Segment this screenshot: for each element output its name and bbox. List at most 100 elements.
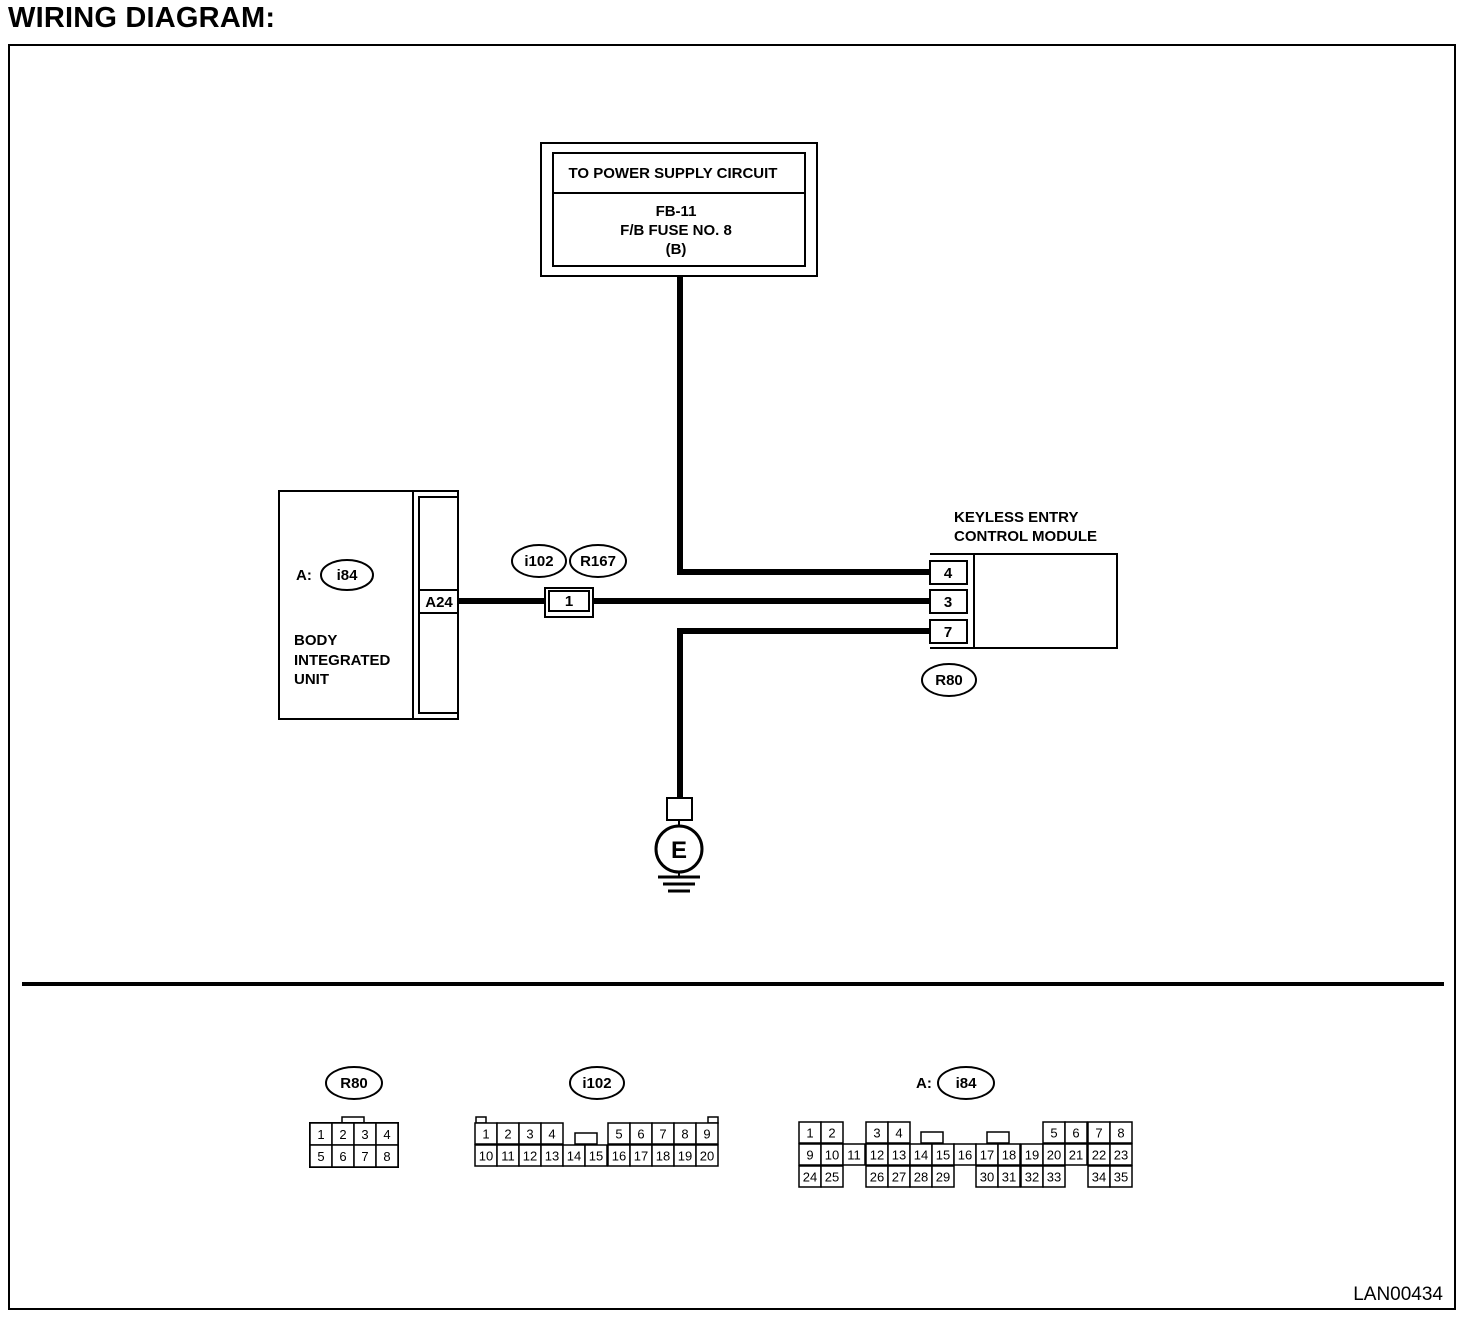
body-unit-label-1: BODY [294, 632, 337, 649]
body-unit-prefix: A: [296, 567, 312, 584]
i84-pin-row1-2: 3 [873, 1126, 880, 1141]
ground-label: E [671, 837, 687, 864]
connector-badge-i84-label: i84 [337, 567, 359, 584]
power-box-wire-color: (B) [666, 241, 687, 258]
r80-pin-row1-3: 4 [383, 1127, 390, 1142]
i84-pin-row3-1: 25 [825, 1170, 839, 1185]
i84-pin-row3-6: 30 [980, 1170, 994, 1185]
i84-pin-row3-5-cell [931, 1165, 955, 1188]
connector-badge-i102 [511, 544, 567, 578]
i102-pin-row2-2: 12 [523, 1149, 537, 1164]
i84-pin-row1-1: 2 [828, 1126, 835, 1141]
i84-pin-row3-8: 32 [1025, 1170, 1039, 1185]
connector-view-i102-label: i102 [582, 1075, 611, 1092]
i84-pin-row1-4: 5 [1050, 1126, 1057, 1141]
i84-pin-row1-6: 7 [1095, 1126, 1102, 1141]
r80-pin-row2-3: 8 [383, 1149, 390, 1164]
connector-badge-r80 [921, 663, 977, 697]
body-unit-label-3: UNIT [294, 671, 329, 688]
i84-pin-row3-9: 33 [1047, 1170, 1061, 1185]
connector-badge-i84 [320, 559, 374, 591]
keyless-entry-control-module: KEYLESS ENTRY CONTROL MODULE 4 3 7 R80 [921, 509, 1118, 697]
i84-pin-row3-4: 28 [914, 1170, 928, 1185]
module-pin-4 [929, 560, 968, 585]
i84-pin-row2-2-cell [842, 1143, 866, 1166]
i84-pin-row3-0: 24 [803, 1170, 817, 1185]
i102-pin-row2-10-cell [695, 1144, 719, 1167]
i84-pin-row1-1-cell [820, 1121, 844, 1144]
power-box-fuse-name: F/B FUSE NO. 8 [620, 222, 732, 239]
i102-pin-row2-1: 11 [501, 1149, 515, 1164]
i84-pin-row2-11: 20 [1047, 1148, 1061, 1163]
terminal-a24-label: A24 [425, 594, 453, 611]
i102-pin-row1-5: 6 [637, 1127, 644, 1142]
i102-pin-row2-3: 13 [545, 1149, 559, 1164]
i84-pin-row3-1-cell [820, 1165, 844, 1188]
i102-pin-row2-6: 16 [612, 1149, 626, 1164]
i102-pin-row2-4: 14 [567, 1149, 581, 1164]
module-pin-4-label: 4 [944, 565, 953, 582]
i84-pin-row2-8: 17 [980, 1148, 994, 1163]
i102-pin-row2-7: 17 [634, 1149, 648, 1164]
module-pin-3 [929, 589, 968, 614]
i84-pin-row2-4: 13 [892, 1148, 906, 1163]
diagram-frame [8, 44, 1456, 1310]
wires [458, 276, 930, 798]
r80-pin-row2-0: 5 [317, 1149, 324, 1164]
i102-pin-row2-5: 15 [589, 1149, 603, 1164]
power-box-fuse-id: FB-11 [656, 203, 697, 220]
power-supply-box: TO POWER SUPPLY CIRCUIT FB-11 F/B FUSE N… [540, 142, 818, 277]
terminal-a24 [418, 589, 459, 614]
i84-pin-row2-5: 14 [914, 1148, 928, 1163]
i102-pin-row2-9: 19 [678, 1149, 692, 1164]
connector-badge-i102-label: i102 [524, 553, 553, 570]
i84-pin-row1-3: 4 [895, 1126, 902, 1141]
i84-pin-row1-0: 1 [806, 1126, 813, 1141]
i84-pin-row1-7-cell [1109, 1121, 1133, 1144]
r80-pin-row2-3-cell [375, 1144, 399, 1168]
i102-pin-row1-3: 4 [548, 1127, 555, 1142]
i84-pin-row2-7: 16 [958, 1148, 972, 1163]
i84-pin-row3-2: 26 [870, 1170, 884, 1185]
i84-pin-row3-11: 35 [1114, 1170, 1128, 1185]
keyless-module-label-1: KEYLESS ENTRY [954, 509, 1078, 526]
i102-pin-row1-8-cell [695, 1122, 719, 1145]
i84-pin-row2-12-cell [1064, 1143, 1088, 1166]
i102-pin-row1-3-cell [540, 1122, 564, 1145]
connector-badge-r167-label: R167 [580, 553, 616, 570]
r80-pin-row2-1: 6 [339, 1149, 346, 1164]
wire-power-to-pin4 [677, 276, 930, 575]
i84-pin-row2-13: 22 [1092, 1148, 1106, 1163]
i84-pin-row2-3: 12 [870, 1148, 884, 1163]
connector-badge-r167 [569, 544, 627, 578]
body-integrated-unit: A24 A: i84 BODY INTEGRATED UNIT [278, 490, 459, 720]
i84-pin-row3-10: 34 [1092, 1170, 1106, 1185]
i84-pin-row2-1: 10 [825, 1148, 839, 1163]
ground-symbol: E [654, 797, 704, 893]
r80-pin-row2-2: 7 [361, 1149, 368, 1164]
i102-pin-row1-8: 9 [703, 1127, 710, 1142]
splice-pin-label: 1 [565, 593, 573, 610]
r80-pin-row1-1: 2 [339, 1127, 346, 1142]
module-pin-7-label: 7 [944, 624, 952, 641]
i102-pin-row1-6: 7 [659, 1127, 666, 1142]
r80-pin-row1-2: 3 [361, 1127, 368, 1142]
i84-pin-row2-9: 18 [1002, 1148, 1016, 1163]
i84-pin-row2-2: 11 [847, 1148, 861, 1163]
i84-pin-row2-14: 23 [1114, 1148, 1128, 1163]
power-box-header: TO POWER SUPPLY CIRCUIT [569, 165, 778, 182]
i102-pin-row1-4: 5 [615, 1127, 622, 1142]
figure-code: LAN00434 [1353, 1284, 1443, 1305]
i84-pin-row2-10: 19 [1025, 1148, 1039, 1163]
splice-connector: i102 R167 1 [511, 544, 627, 618]
connector-view-r80-label: R80 [340, 1075, 368, 1092]
module-pin-7 [929, 619, 968, 644]
page-title: WIRING DIAGRAM: [8, 2, 276, 34]
i84-pin-row1-5: 6 [1072, 1126, 1079, 1141]
i84-pin-row2-12: 21 [1069, 1148, 1083, 1163]
i102-pin-row2-8: 18 [656, 1149, 670, 1164]
